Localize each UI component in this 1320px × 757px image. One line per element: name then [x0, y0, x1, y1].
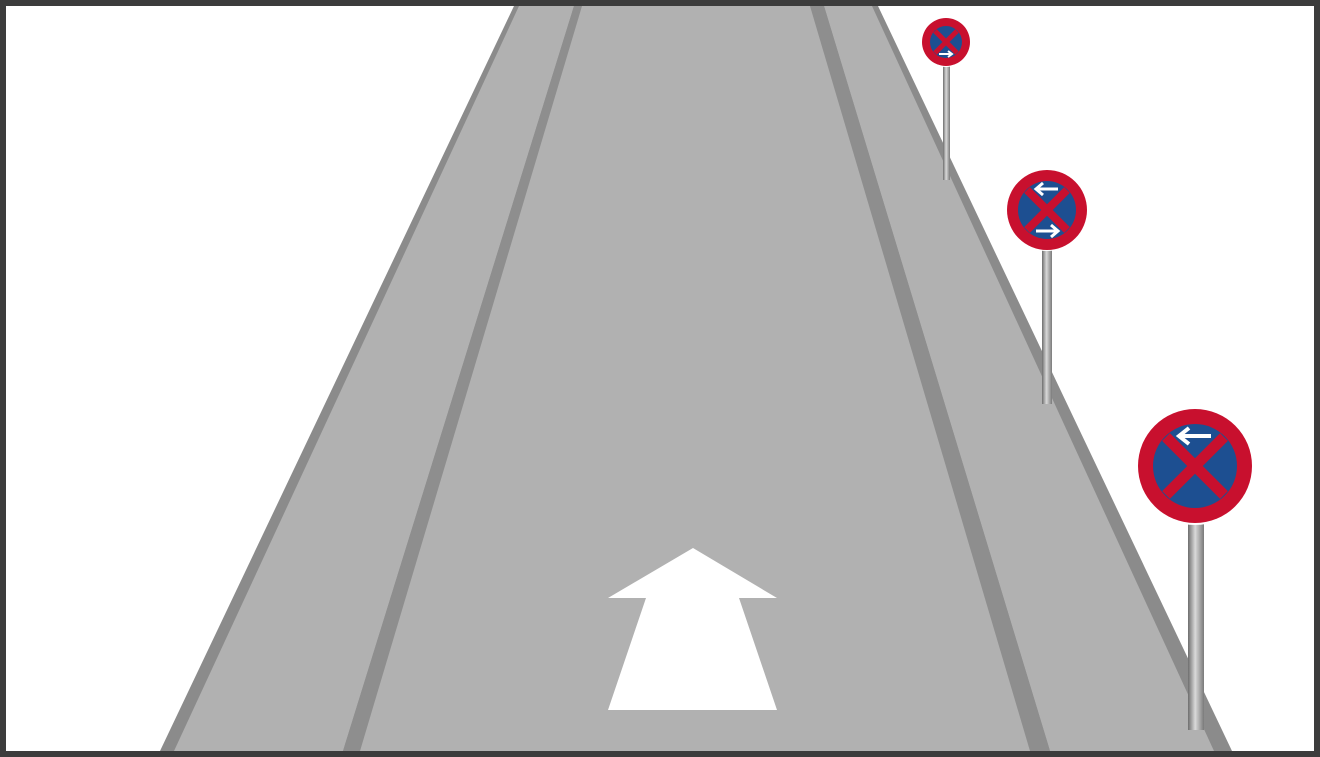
straight-ahead-arrow-icon — [608, 548, 777, 710]
no-stopping-sign-near — [1136, 407, 1254, 730]
sign-pole — [943, 64, 950, 180]
right-curb — [810, 6, 1050, 751]
no-stopping-sign-far — [921, 17, 971, 180]
left-curb — [343, 6, 582, 751]
carriageway — [360, 6, 1030, 751]
arrow-right-icon — [939, 50, 954, 58]
arrow-left-icon — [1033, 181, 1058, 197]
arrow-right-icon — [1036, 223, 1061, 239]
no-stopping-sign-middle — [1006, 169, 1088, 404]
sign-pole — [1188, 520, 1204, 730]
right-shoulder — [824, 6, 1214, 751]
left-shoulder — [174, 6, 574, 751]
arrow-left-icon — [1175, 426, 1211, 446]
sign-pole — [1042, 246, 1052, 404]
